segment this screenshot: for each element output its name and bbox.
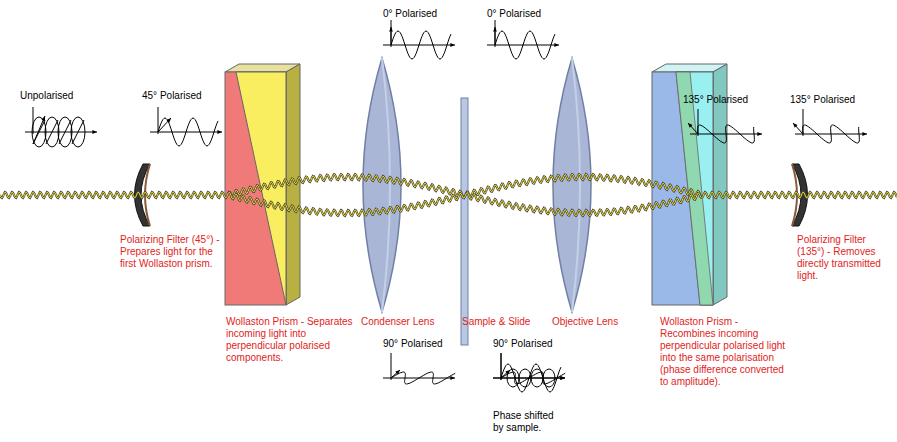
arrow-head (757, 132, 762, 136)
wave (158, 118, 218, 146)
lens-highlight (572, 58, 580, 312)
wave (59, 120, 71, 144)
wave (71, 117, 85, 147)
wave (72, 120, 84, 144)
polarisation-icon (25, 107, 97, 147)
arrow-head (166, 118, 171, 123)
arrow-head (389, 27, 393, 32)
arrow-head (395, 370, 400, 375)
arrow-head (554, 43, 559, 47)
wave (32, 117, 46, 147)
wave (698, 125, 755, 143)
component-caption: Objective Lens (552, 316, 618, 328)
polarisation-label: 90° Polarised (493, 338, 553, 350)
polarisation-icon (793, 109, 867, 143)
polarisation-arrow (25, 132, 97, 133)
component-caption: Wollaston Prism - Separates incoming lig… (226, 316, 354, 364)
arrow-head (92, 130, 97, 134)
wave (501, 364, 561, 392)
arrow-head (688, 123, 693, 128)
polarisation-icon (383, 353, 455, 384)
axis (391, 353, 392, 380)
polarisation-icon (493, 353, 565, 392)
component-caption: Polarizing Filter (135°) - Removes direc… (797, 234, 893, 282)
sample-slide (461, 98, 468, 345)
polarisation-label: 90° Polarised (383, 338, 443, 350)
prism-wedge (676, 72, 713, 305)
polarisation-icon (383, 20, 455, 59)
light-wave (228, 192, 702, 216)
polarisation-icon (688, 109, 762, 143)
component-caption: Polarizing Filter (45°) - Prepares light… (120, 234, 220, 270)
light-beams (0, 174, 897, 216)
polarisation-arrow (793, 123, 803, 134)
wave (46, 120, 58, 144)
arrow-head (560, 376, 565, 380)
polarisation-arrow (391, 370, 400, 378)
wave (519, 369, 531, 387)
light-wave (0, 192, 228, 198)
polarisation-label: 135° Polarised (683, 94, 748, 106)
component-caption: Condenser Lens (361, 316, 434, 328)
wave (495, 31, 555, 59)
wave (803, 125, 860, 143)
polarisation-label: 0° Polarised (487, 8, 541, 20)
note: Phase shifted by sample. (493, 410, 565, 434)
component-caption: Sample & Slide (462, 316, 530, 328)
arrow-head (450, 43, 455, 47)
polarisation-icons (25, 20, 867, 392)
arrow-head (793, 123, 798, 128)
arrow-head (862, 132, 867, 136)
light-wave (228, 192, 702, 216)
arrow-head (450, 376, 455, 380)
wave (45, 117, 59, 147)
wave (391, 372, 455, 384)
axis (391, 20, 392, 47)
wave (531, 369, 543, 387)
axis (495, 20, 496, 47)
polarisation-label: Unpolarised (20, 90, 73, 102)
objective-lens (553, 58, 591, 312)
arrow-head (217, 130, 222, 134)
polarisation-arrow (688, 123, 698, 134)
axis (33, 107, 34, 134)
polarisation-arrow (33, 116, 45, 144)
wave (391, 31, 451, 59)
arrow-head (493, 27, 497, 32)
polarisation-arrow (158, 118, 171, 132)
light-wave (702, 192, 897, 198)
arrow-head (560, 376, 565, 380)
arrow-head (41, 116, 45, 121)
light-wave (702, 192, 897, 198)
polarisation-label: 135° Polarised (790, 94, 855, 106)
polarisation-label: 0° Polarised (383, 8, 437, 20)
wave (58, 117, 72, 147)
component-caption: Wollaston Prism - Recombines incoming pe… (660, 316, 792, 388)
polarisation-icon (150, 107, 222, 146)
prism-interface (676, 72, 713, 305)
polarisation-icon (487, 20, 559, 59)
wave (543, 369, 555, 387)
lens-highlight (382, 58, 390, 312)
polarisation-label: 45° Polarised (142, 90, 202, 102)
light-wave (0, 192, 228, 198)
condenser-lens (363, 58, 401, 312)
wave (507, 369, 519, 387)
